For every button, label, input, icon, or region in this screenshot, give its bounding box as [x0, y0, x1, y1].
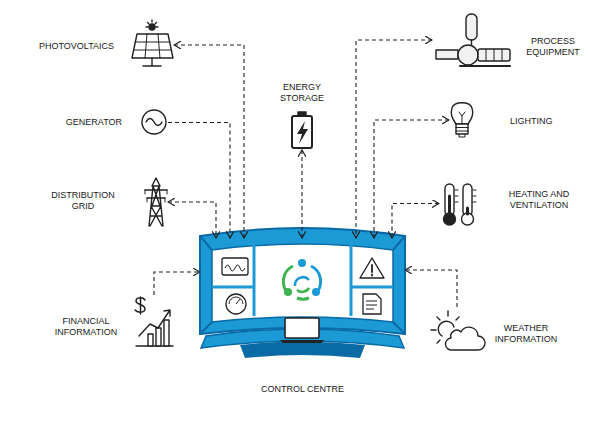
- data-flow-arrow: [168, 123, 230, 239]
- finance-chart-icon: [135, 297, 173, 346]
- node-label: PROCESS EQUIPMENT: [520, 36, 586, 58]
- node-label: GENERATOR: [40, 117, 122, 128]
- data-flow-arrow: [356, 40, 432, 238]
- control-centre-node: CONTROL CENTRE: [200, 238, 405, 358]
- node-label: HEATING AND VENTILATION: [501, 189, 577, 211]
- node-label: WEATHER INFORMATION: [486, 323, 566, 345]
- thermometer-icon: [444, 184, 477, 225]
- heating-ventilation-node: HEATING AND VENTILATION: [439, 181, 479, 226]
- pump-icon: [436, 14, 510, 66]
- control-console: [200, 228, 405, 358]
- generator-icon: [142, 110, 166, 134]
- node-label: DISTRIBUTION GRID: [48, 190, 118, 212]
- solar-panel-icon: [132, 20, 173, 66]
- node-label: FINANCIAL INFORMATION: [46, 316, 126, 338]
- data-flow-arrow: [168, 202, 216, 238]
- weather-icon: [431, 311, 485, 350]
- photovoltaics-node: PHOTOVOLTAICS: [132, 20, 174, 70]
- node-label: PHOTOVOLTAICS: [20, 41, 114, 52]
- energy-storage-node: ENERGY STORAGE: [290, 110, 314, 150]
- battery-icon: [292, 112, 312, 148]
- node-label: ENERGY STORAGE: [274, 82, 330, 104]
- weather-information-node: WEATHER INFORMATION: [430, 307, 484, 352]
- data-flow-arrow: [174, 45, 244, 238]
- lighting-node: LIGHTING: [449, 100, 475, 140]
- distribution-grid-node: DISTRIBUTION GRID: [144, 177, 168, 227]
- data-flow-arrow: [392, 204, 439, 239]
- node-label: CONTROL CENTRE: [200, 384, 405, 395]
- generator-node: GENERATOR: [141, 109, 168, 136]
- node-label: LIGHTING: [510, 116, 570, 127]
- data-flow-arrow: [154, 272, 200, 295]
- process-equipment-node: PROCESS EQUIPMENT: [432, 12, 512, 68]
- pylon-icon: [145, 178, 167, 226]
- data-flow-arrow: [374, 120, 449, 238]
- data-flow-arrow: [405, 270, 457, 307]
- financial-information-node: FINANCIAL INFORMATION: [133, 295, 175, 347]
- data-flow-arrow: [301, 150, 302, 238]
- bulb-icon: [451, 103, 473, 137]
